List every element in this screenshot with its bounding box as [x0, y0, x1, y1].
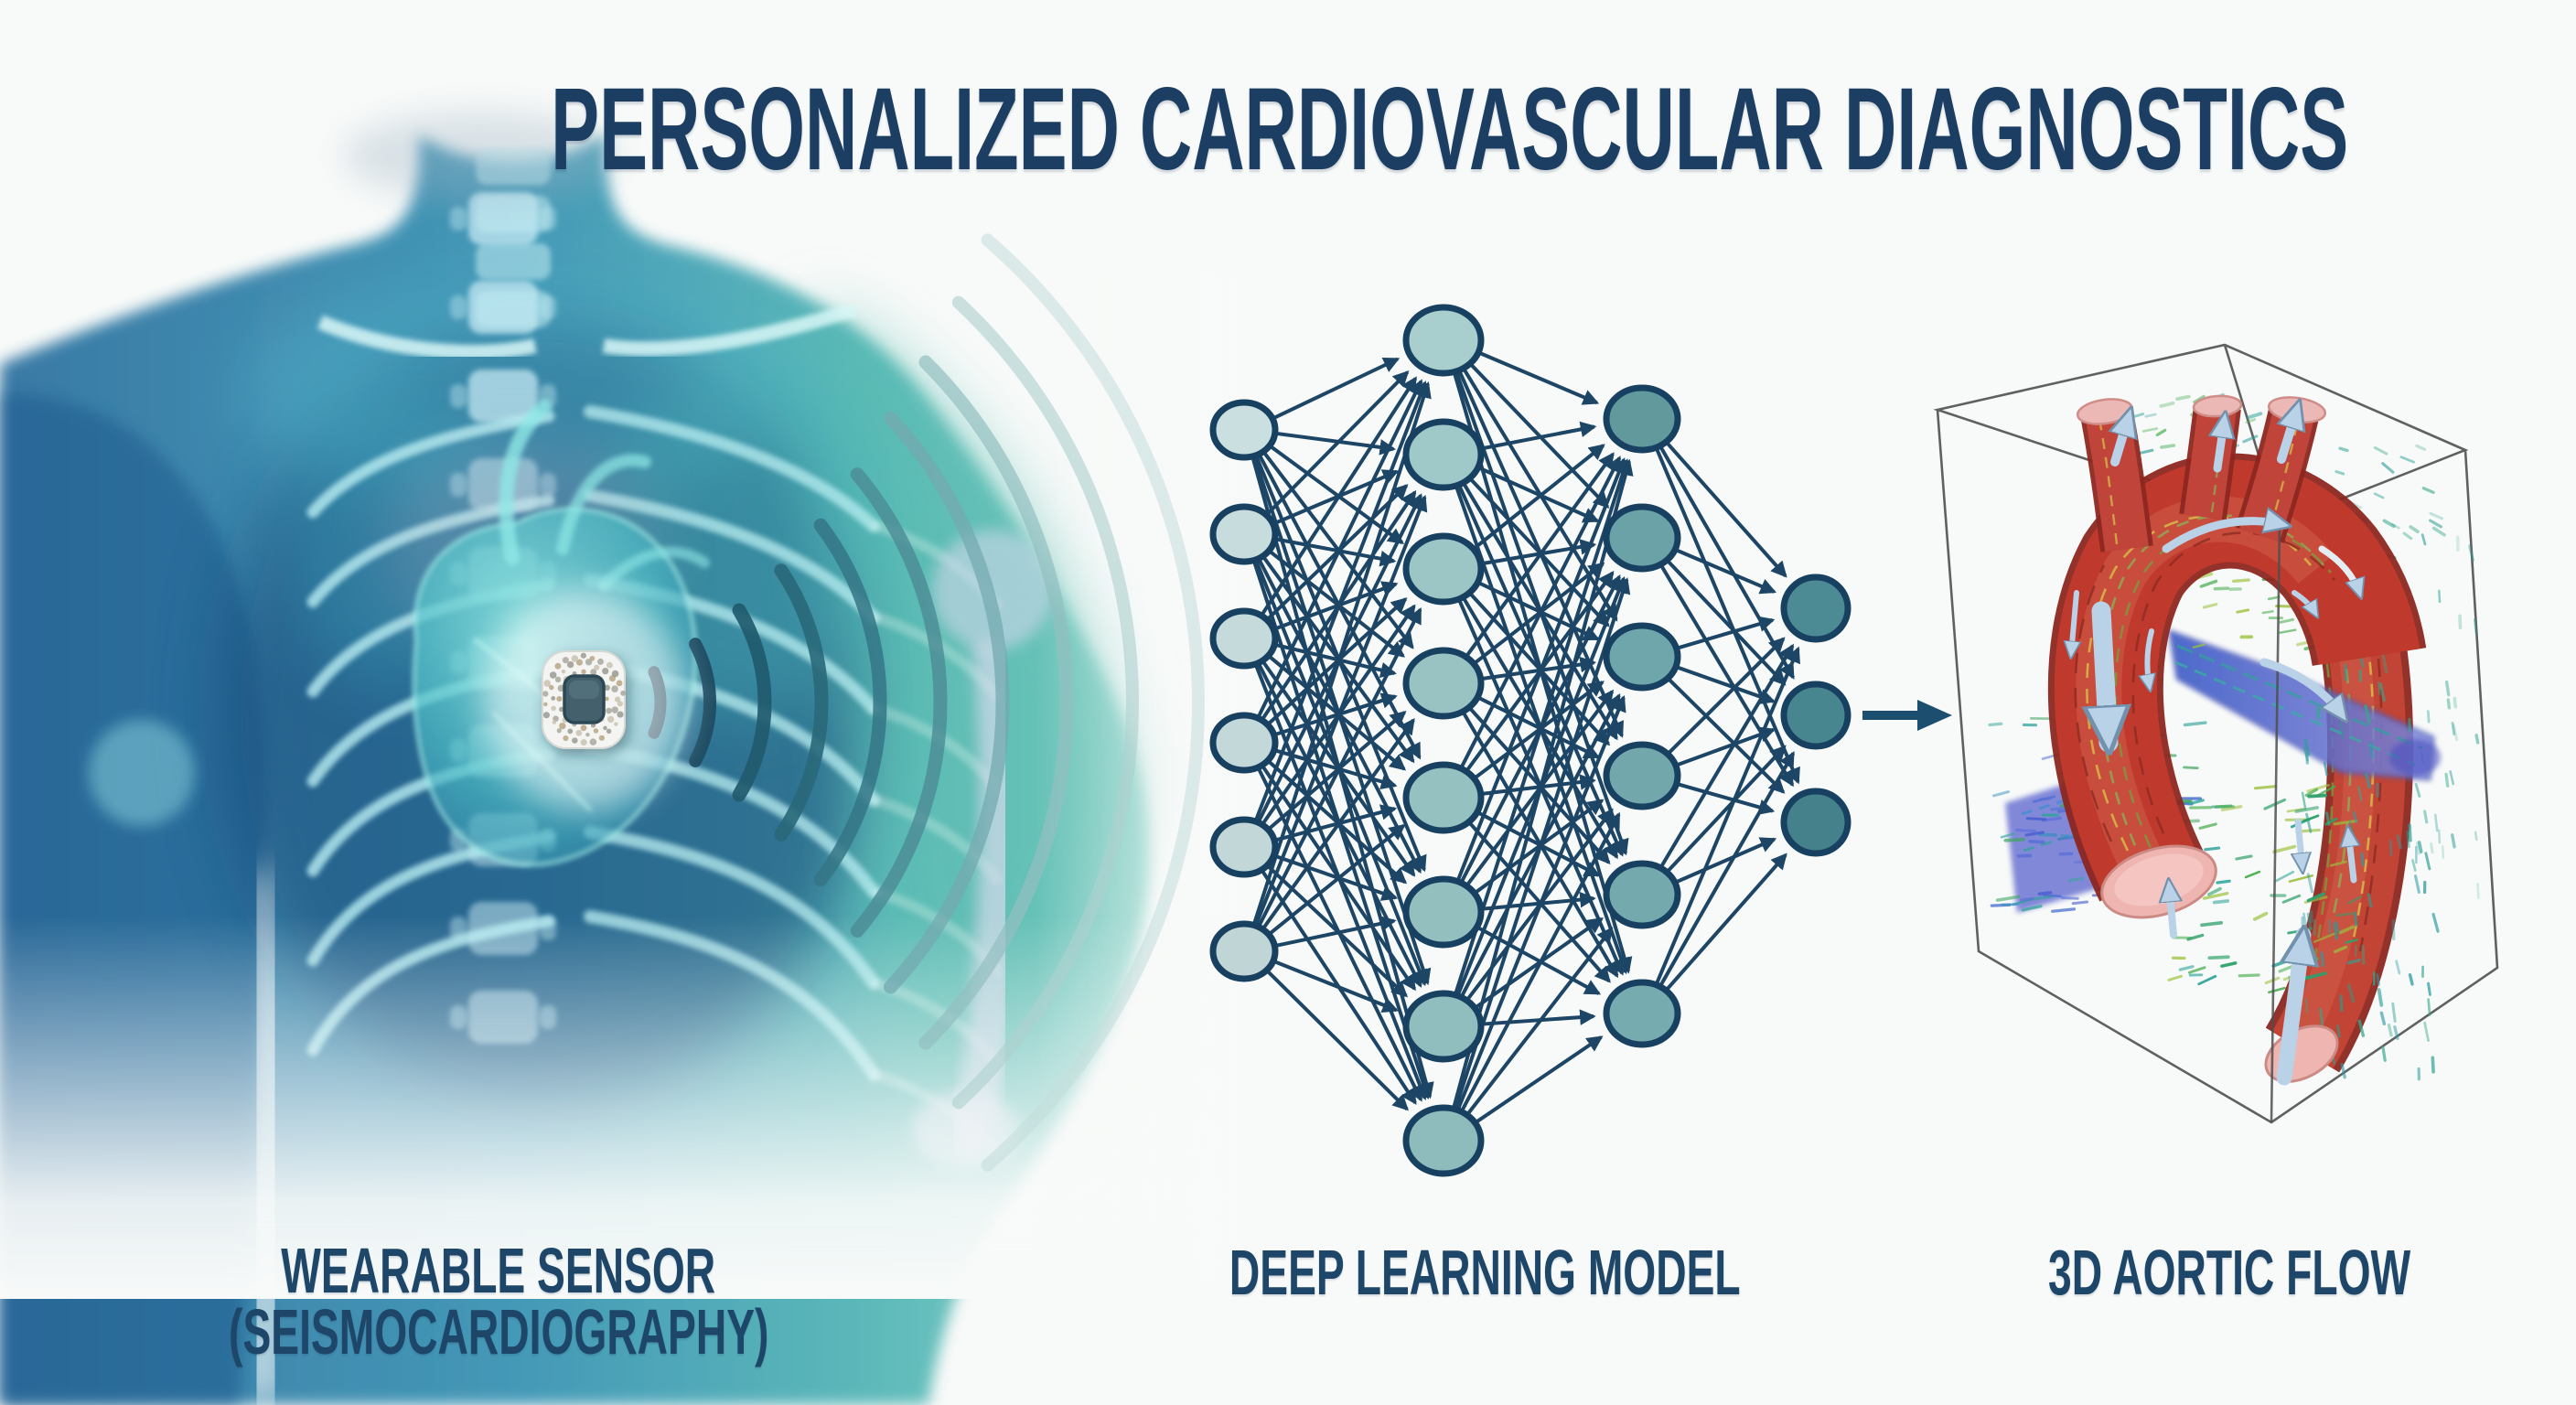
output-arrow	[1862, 700, 1952, 731]
nn-node	[1209, 399, 1279, 461]
nn-node	[1402, 761, 1485, 834]
sensor-panel-label: WEARABLE SENSOR (SEISMOCARDIOGRAPHY)	[87, 1235, 910, 1367]
sensor-label-line2: (SEISMOCARDIOGRAPHY)	[228, 1296, 769, 1367]
nn-node	[1603, 622, 1681, 692]
nn-node	[1402, 875, 1485, 949]
aortic-flow-3d-box	[1933, 343, 2499, 1124]
wave-arc	[918, 355, 1074, 1050]
sensor-label-line1: WEARABLE SENSOR	[281, 1235, 716, 1306]
wave-arc	[883, 411, 1010, 994]
flow-direction-arrows	[2071, 406, 2360, 1086]
wave-arc	[732, 603, 772, 802]
nn-node	[1780, 574, 1852, 643]
nn-node	[1603, 979, 1681, 1048]
nn-node	[1209, 503, 1279, 565]
nn-layer-2	[1603, 384, 1681, 1048]
page-title: PERSONALIZED CARDIOVASCULAR DIAGNOSTICS	[551, 64, 2349, 195]
nn-node	[1402, 647, 1485, 720]
nn-node	[1209, 816, 1279, 878]
nn-layer-3	[1780, 574, 1852, 857]
sensor-perforations	[542, 652, 627, 746]
nn-layer-0	[1209, 399, 1279, 982]
nn-node	[1209, 607, 1279, 670]
wave-arc	[981, 233, 1206, 1172]
sensor-center-sheen	[569, 681, 599, 699]
clavicle-bones	[317, 302, 858, 359]
nn-node	[1603, 384, 1681, 454]
nn-node	[1402, 532, 1485, 606]
nn-node	[1209, 712, 1279, 774]
nn-node	[1402, 418, 1485, 491]
wave-arc	[951, 295, 1139, 1110]
wave-arc	[689, 638, 716, 767]
wave-arc	[774, 563, 829, 842]
chin-shadow	[343, 112, 617, 199]
seismo-wave-arcs	[648, 233, 1206, 1172]
nn-node	[1603, 503, 1681, 573]
nn-node	[1402, 304, 1485, 377]
box-front-edge	[2270, 522, 2281, 1123]
nn-node	[1402, 990, 1485, 1063]
wearable-sensor-device	[485, 590, 686, 810]
wave-arc	[850, 467, 948, 938]
flow-panel-label: 3D AORTIC FLOW	[2047, 1237, 2411, 1308]
nn-node	[1402, 1104, 1485, 1177]
nn-edges	[1250, 349, 1800, 1126]
nn-layer-1	[1402, 304, 1485, 1177]
wave-arc	[813, 518, 887, 887]
nn-node	[1603, 860, 1681, 929]
nn-node	[1603, 741, 1681, 810]
nn-node	[1780, 788, 1852, 857]
nn-node	[1780, 681, 1852, 750]
model-panel-label: DEEP LEARNING MODEL	[1229, 1237, 1741, 1308]
nn-node	[1209, 920, 1279, 982]
bottom-fade	[0, 915, 1226, 1299]
neural-network-diagram	[1209, 304, 1852, 1177]
